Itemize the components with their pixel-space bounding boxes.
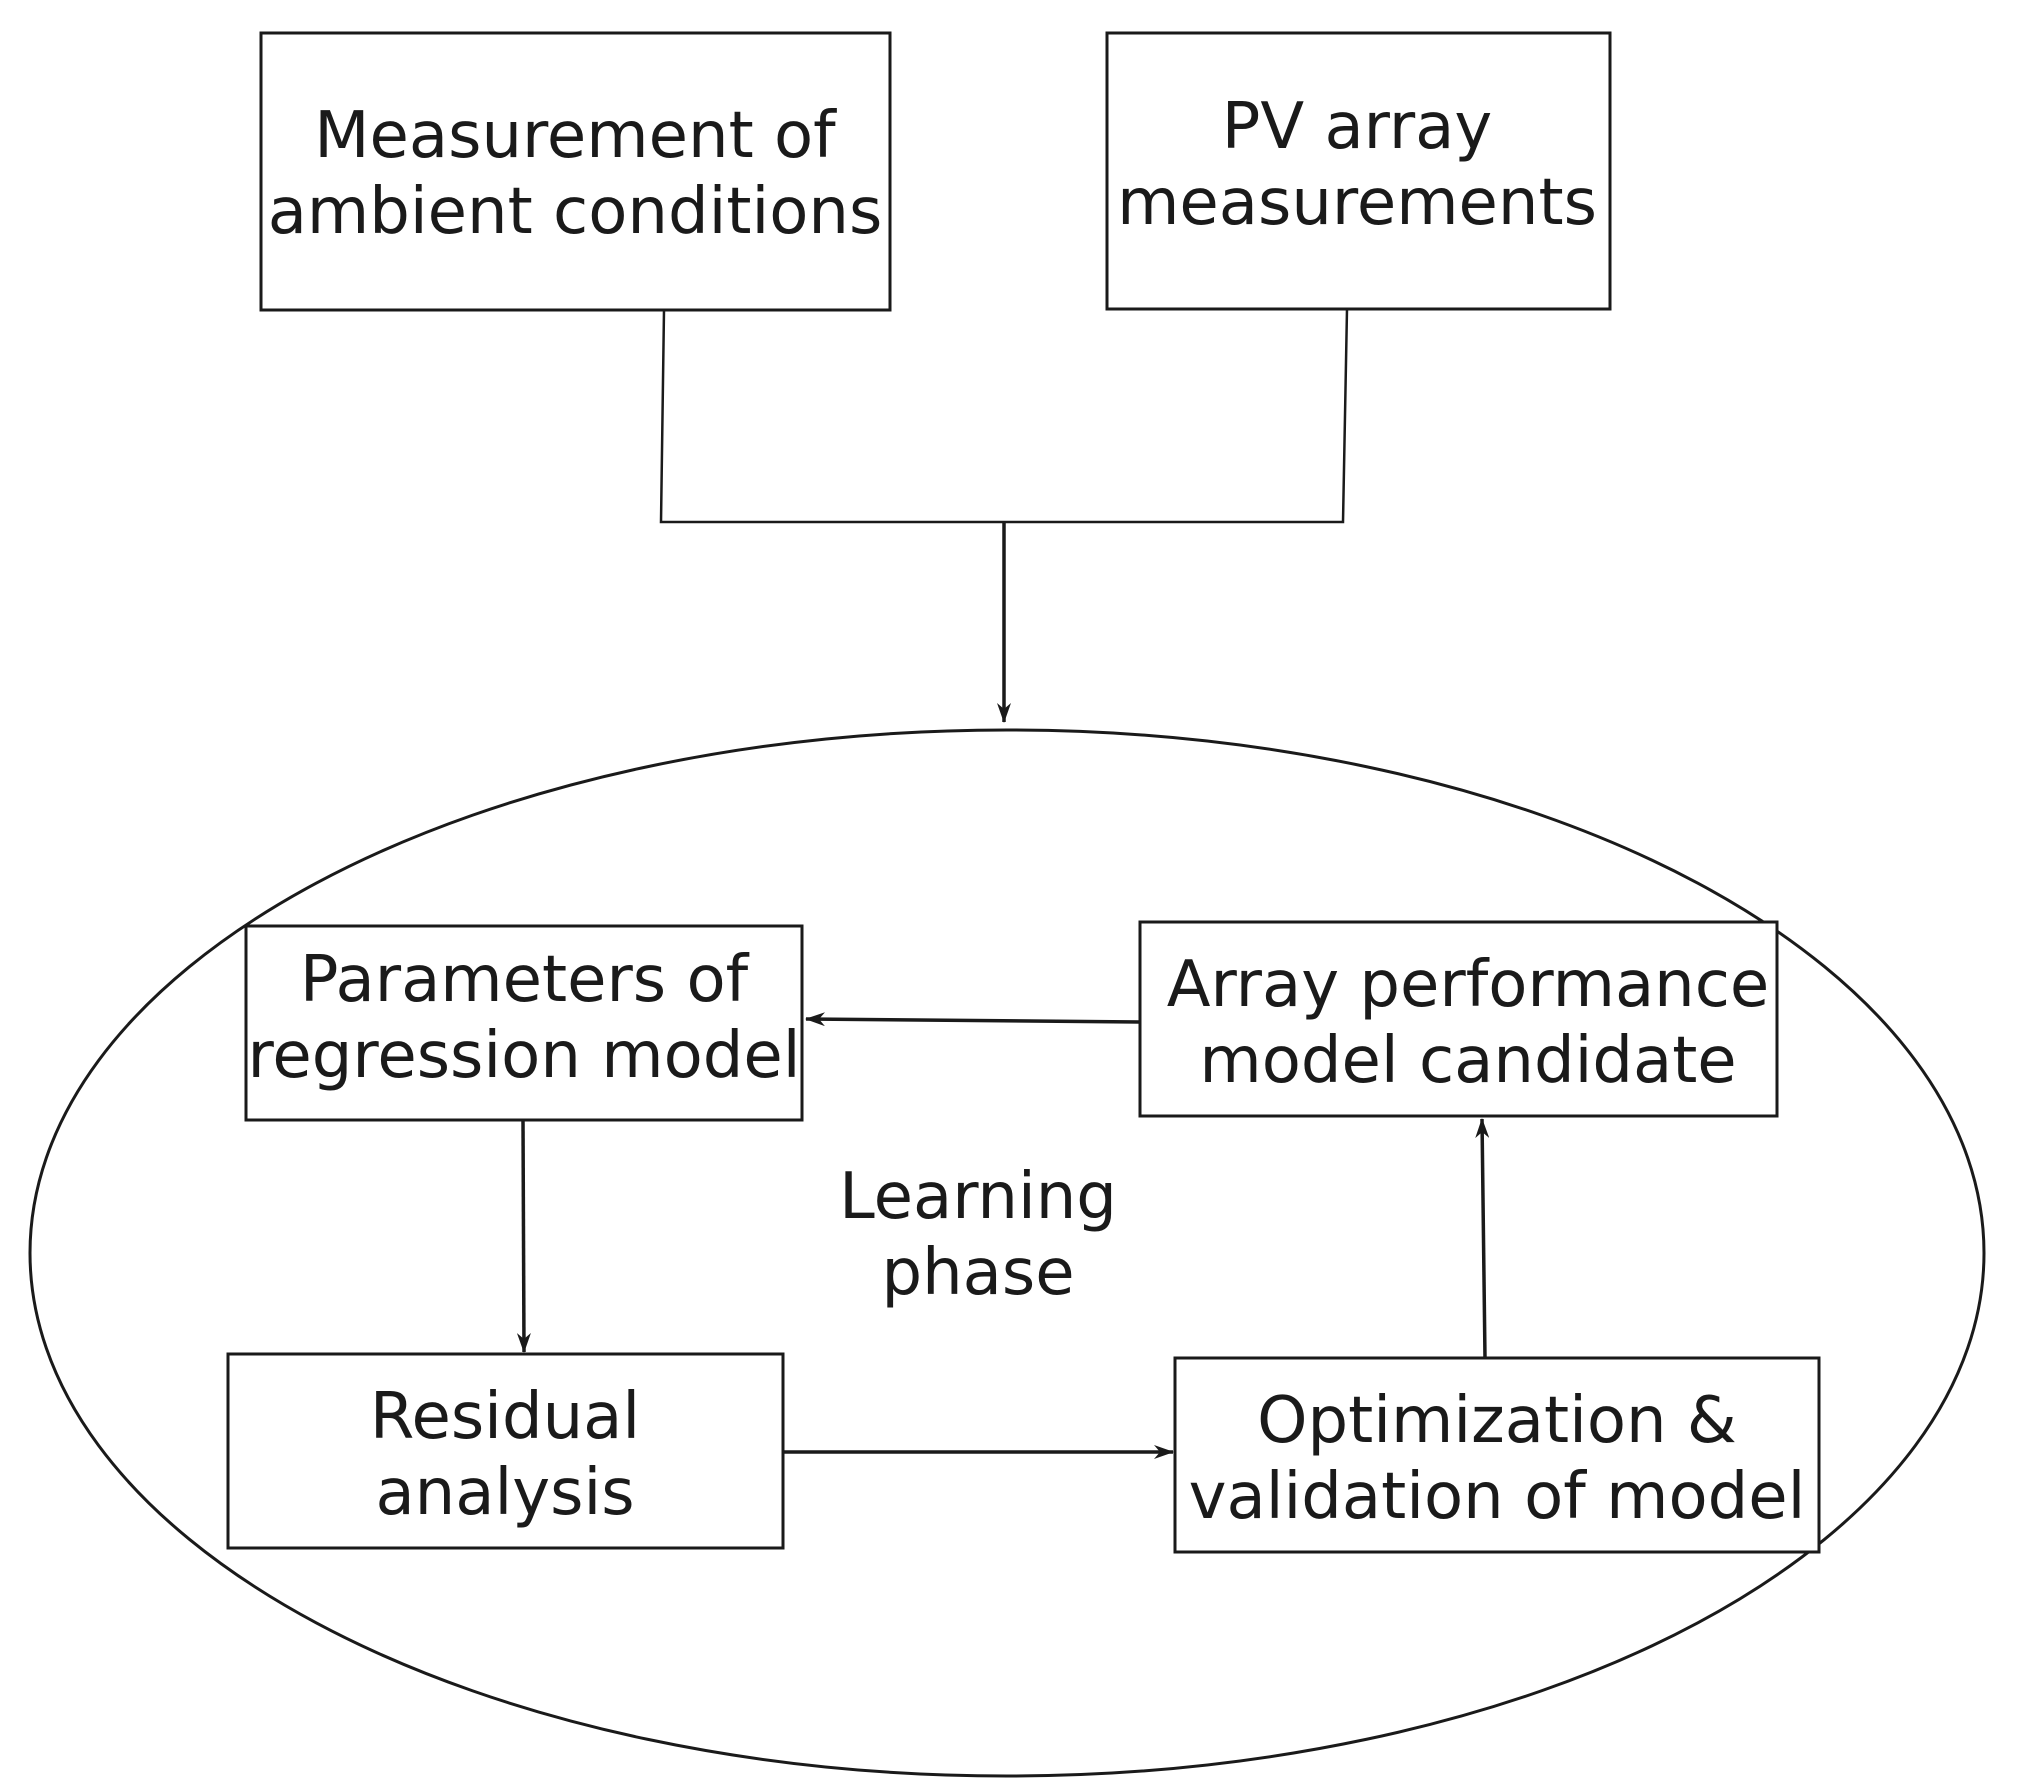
residual-line1: Residual <box>370 1380 640 1454</box>
optimization-validation-node: Optimization & validation of model <box>1173 1356 1821 1554</box>
pv-array-node: PV array measurements <box>1105 31 1612 311</box>
pv-line1: PV array <box>1222 90 1493 164</box>
regression-line1: Parameters of <box>300 943 750 1017</box>
candidate-line1: Array performance <box>1167 948 1770 1022</box>
residual-line2: analysis <box>375 1456 634 1530</box>
pv-line2: measurements <box>1117 166 1597 240</box>
arrow-regression-to-residual <box>516 1119 531 1353</box>
pv-connector <box>1004 308 1349 524</box>
ambient-conditions-node: Measurement of ambient conditions <box>259 31 892 312</box>
learning-phase-label-line2: phase <box>881 1236 1074 1310</box>
arrow-candidate-to-regression <box>805 1012 1141 1027</box>
arrow-optimization-to-candidate <box>1475 1118 1490 1359</box>
regression-parameters-node: Parameters of regression model <box>244 924 804 1122</box>
residual-analysis-node: Residual analysis <box>226 1352 785 1550</box>
regression-line2: regression model <box>248 1019 801 1093</box>
ambient-line2: ambient conditions <box>268 175 883 249</box>
learning-phase-ellipse <box>28 728 1986 1778</box>
optimization-line1: Optimization & <box>1257 1384 1737 1458</box>
ambient-line1: Measurement of <box>314 99 837 173</box>
ambient-connector <box>659 309 1004 524</box>
optimization-line2: validation of model <box>1189 1460 1806 1534</box>
learning-phase-label-line1: Learning <box>839 1160 1117 1234</box>
model-candidate-node: Array performance model candidate <box>1138 920 1779 1118</box>
candidate-line2: model candidate <box>1199 1024 1736 1098</box>
